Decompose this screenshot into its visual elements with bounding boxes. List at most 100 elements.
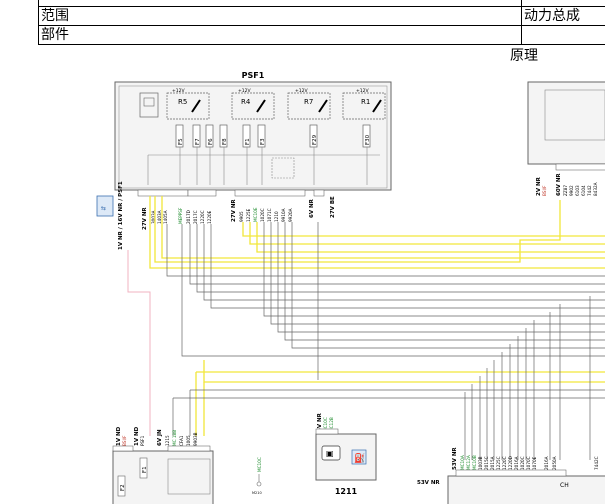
psf1-icon-box [139,92,159,118]
cmm-wire-labels: MC10A MC12A MC10B 1003B 2015C 2015A 1225… [460,455,599,470]
header-row-scope: 范围 动力总成 [39,7,605,26]
wire-label: 1403A [157,210,162,224]
wire-label: 7442C [594,456,599,470]
wire-label: 1071C [267,208,272,222]
wire-label: 2017C [193,210,198,224]
fuse-label-f8: F8 [222,138,228,145]
wire-label: 1070E [532,456,537,470]
wire-label: 9903B [193,432,198,446]
wire-label: MC 18B [172,430,177,446]
wire-label: CFA1 [179,435,184,446]
wire-label: 2015C [484,456,489,470]
psf1-inner [118,85,388,189]
psf1-internal-wiring [147,147,380,185]
wire-label: 3003A [151,210,156,224]
cmm-label: CH [560,482,569,489]
header-row-component: 部件 [39,26,605,45]
right-module-connector [555,163,605,171]
header-table: 范围 动力总成 部件 [38,0,605,45]
comp-1211-wire-labels: MC10C MC12B [323,417,334,432]
header-separator [521,7,522,25]
wire-label: 9905 [239,211,244,222]
wire-label: 6104 [581,185,586,196]
psf1-box [114,81,392,191]
bottom-conn-label-c: 6V JN [157,429,163,446]
fuse-row [175,124,371,148]
bottom-left-module [112,450,214,504]
wire-label: 1003B [478,456,483,470]
wire-label: MC10C [323,417,328,432]
wire-label: 1020C [260,208,265,222]
psf1-title: PSF1 [242,71,265,80]
bottom-left-wire-labels: BSI/F PSF1 1215 MC 18B CFA1 1005 9903B [122,430,198,446]
comp-1211-labels: 6V NR [317,412,323,432]
wire-label: MC10B [472,455,477,470]
fuel-glyph: ⛽ [354,452,365,464]
wire-label: 9902 [569,185,574,196]
bottom-conn-label-b: 1V ND [134,426,140,446]
comp-1211-conn-label: 6V NR [317,412,323,432]
wire-label: 1070C [526,456,531,470]
wire-label: 1220C [502,456,507,470]
right-module-box [527,81,605,165]
cmm-connector [455,469,567,477]
psf1-icon-screen [143,97,155,107]
wire-label: 8432A [593,182,598,196]
comp-1211-title: 1211 [335,487,358,496]
fuse-label-f29: F29 [312,134,318,145]
wire-label: 1220C [200,210,205,224]
psf1-volt-3: +12V [295,88,308,94]
fuse-label-f3: F3 [260,138,266,145]
header-top-row [39,0,605,7]
conn-label-2: 27V NR [142,207,148,230]
m210-label: M210 [252,491,262,495]
component-label: 部件 [41,27,69,43]
bottom-conn-label: 1V ND [116,426,122,446]
psf1-connector-labels: 1V NR / 16V NR / PSF1 27V NR 27V NR 6V N… [118,181,336,250]
wire-label: 2016A [544,456,549,470]
yellow-wires [149,196,605,436]
wire-label: 7442 [587,185,592,196]
cmm-vert-labels: 53V NR [452,447,458,470]
fuse-label-f30: F30 [365,134,371,145]
wire-label: 1225E [246,208,251,222]
wire-label: 1220E [207,210,212,224]
wire-label: MC10E [253,207,258,222]
conn-label-1: 1V NR / 16V NR / PSF1 [118,181,124,250]
conn-label-4: 6V NR [309,198,315,218]
wire-label: MC12B [329,417,334,432]
wire-label: 1220D [508,456,513,470]
bottom-fuse-f2 [117,475,126,497]
pump-glyph: ▣ [326,449,334,458]
wire-label: 1405A [163,210,168,224]
wire-label: BSI/F [122,435,127,446]
mc10c-label: MC10C [257,457,262,472]
wire-label: 1210 [274,211,279,222]
psf1-connector-strip [137,189,325,197]
wire-label: 2016A [514,456,519,470]
fuse-label-f7: F7 [195,138,201,145]
grey-wires [166,222,605,460]
right-module-inner [544,89,605,141]
wire-label: 1020C [520,456,525,470]
cmm-module-box [447,475,605,504]
wire-label: 1005 [186,435,191,446]
bottom-left-connector-a [112,445,134,452]
relay-label-r1: R1 [361,98,370,106]
bottom-left-connector-b [167,445,211,452]
conn-label-7: 60V NR [556,173,562,196]
psf1-volt-4: +12V [356,88,369,94]
wire-labels-group2: 9905 1225E MC10E 1020C 1071C 1210 9910A … [239,207,293,222]
bottom-fuse-f1 [139,457,148,479]
pink-wire [127,250,151,436]
wire-label: MC10A [460,455,465,470]
wire-label: ZZ87 [563,185,568,196]
relay-label-r5: R5 [178,98,187,106]
wire-label: BSI/F [542,185,547,196]
bottom-fuse-f2-label: F2 [120,484,126,491]
fuse-label-f6: F6 [208,138,214,145]
header-separator [521,26,522,44]
relay-label-r7: R7 [304,98,313,106]
wire-label: 2017D [186,210,191,224]
